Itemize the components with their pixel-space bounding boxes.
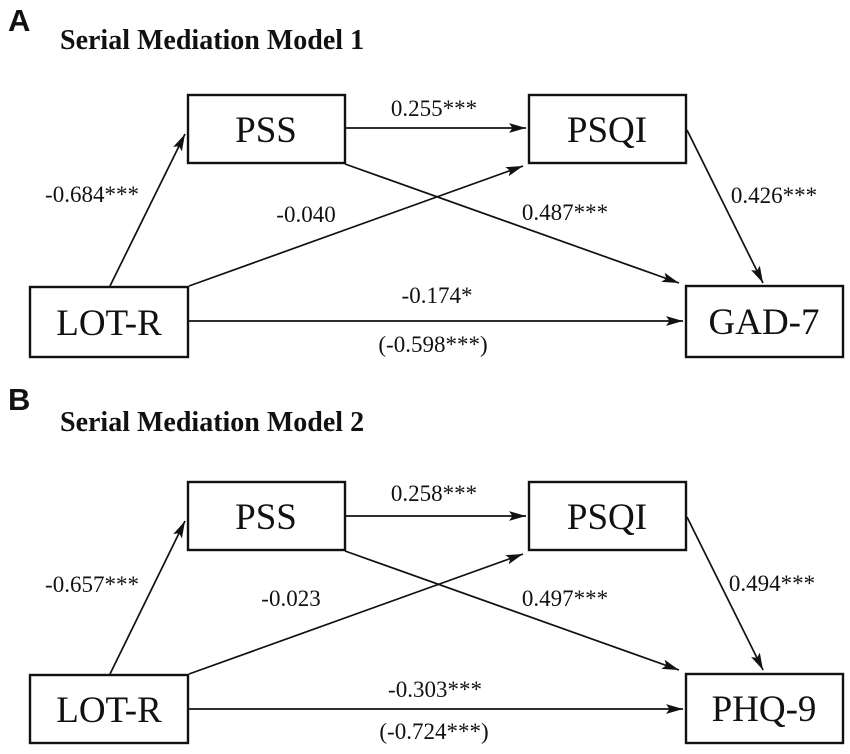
node-mediator1-label: PSS [235,497,297,538]
coef-predictor-to-mediator1: -0.684*** [45,182,139,207]
arrow-predictor-to-mediator2 [188,165,524,287]
node-mediator1-box [186,480,347,552]
coef-mediator1-to-outcome: 0.497*** [522,586,608,611]
coef-total-effect: (-0.724***) [379,719,488,744]
coef-predictor-to-mediator2: -0.023 [261,586,320,611]
arrow-predictor-to-mediator1 [109,520,186,675]
node-predictor-box [28,673,190,745]
coef-direct-effect: -0.303*** [388,677,482,702]
node-mediator1-label: PSS [235,110,297,151]
node-predictor-box [28,285,190,359]
arrow-predictor-to-mediator1 [109,133,186,287]
coef-predictor-to-mediator1: -0.657*** [45,572,139,597]
node-mediator2-label: PSQI [567,110,647,151]
arrow-predictor-to-mediator2 [188,553,524,675]
coef-total-effect: (-0.598***) [378,332,487,357]
panel-a-title: Serial Mediation Model 1 [60,25,364,56]
coef-predictor-to-mediator2: -0.040 [276,202,335,227]
arrow-mediator2-to-outcome [686,516,764,671]
node-outcome-label: PHQ-9 [712,689,817,730]
panel-b-title: Serial Mediation Model 2 [60,407,364,438]
panel-a-letter: A [8,3,30,38]
arrow-mediator1-to-outcome [344,550,680,671]
coef-mediator2-to-outcome: 0.494*** [729,571,815,596]
node-outcome-box [684,672,845,745]
arrow-mediator2-to-outcome [686,129,764,284]
node-predictor-label: LOT-R [56,303,162,344]
coef-mediator1-to-outcome: 0.487*** [522,200,608,225]
coef-mediator1-to-mediator2: 0.255*** [391,96,477,121]
coef-mediator1-to-mediator2: 0.258*** [391,481,477,506]
coef-mediator2-to-outcome: 0.426*** [731,183,817,208]
node-mediator2-box [527,93,688,165]
coef-direct-effect: -0.174* [402,283,473,308]
node-mediator2-label: PSQI [567,497,647,538]
node-outcome-label: GAD-7 [709,302,820,343]
panel-b-letter: B [8,382,30,417]
node-outcome-box [684,284,845,359]
panel-a: A Serial Mediation Model 1 PSS PSQI LOT-… [8,3,845,359]
arrow-mediator1-to-outcome [344,163,680,284]
node-predictor-label: LOT-R [56,690,162,731]
node-mediator2-box [527,480,688,552]
panel-b: B Serial Mediation Model 2 PSS PSQI LOT-… [8,382,845,745]
node-mediator1-box [186,93,347,165]
